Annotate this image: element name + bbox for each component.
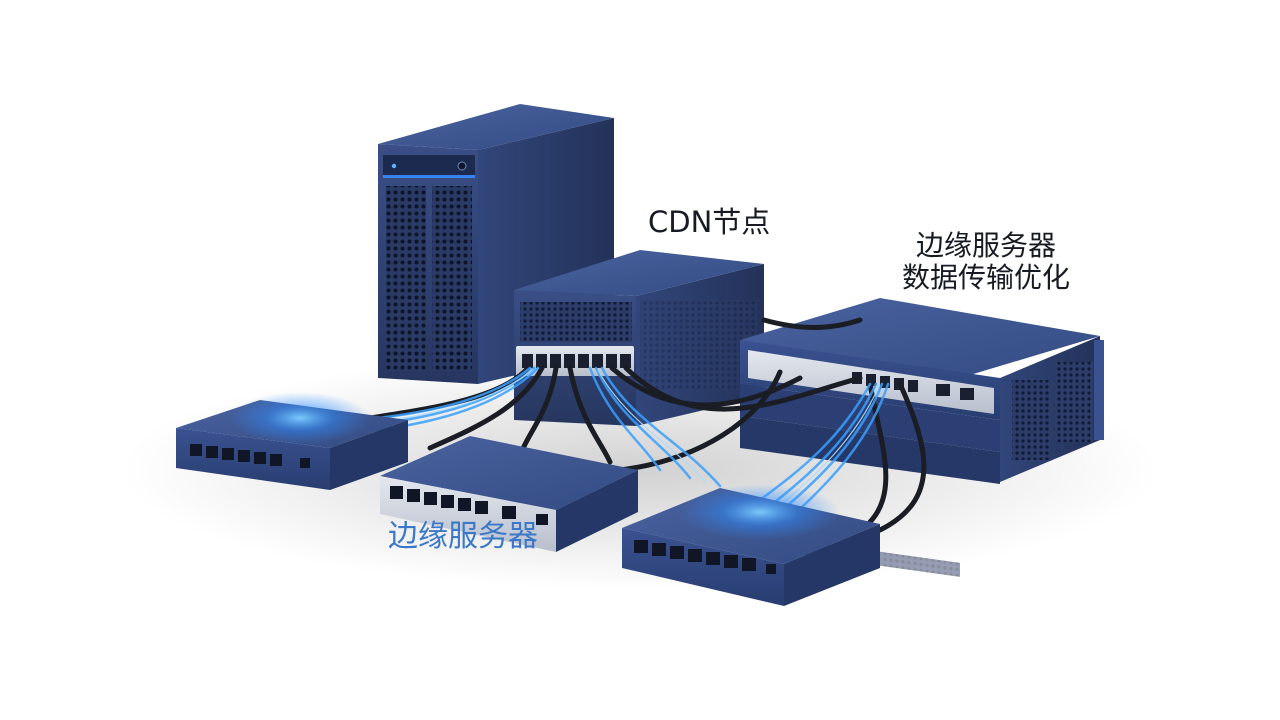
cdn-ports	[522, 354, 631, 368]
edge-server-label-line1: 边缘服务器	[916, 229, 1057, 262]
cdn-node-device	[514, 250, 764, 426]
power-led-icon	[391, 163, 397, 169]
switch-left	[176, 392, 408, 490]
switch-center	[380, 436, 638, 552]
switch-front	[622, 484, 880, 606]
cdn-node-label: CDN节点	[648, 205, 771, 239]
edge-server-label-blue: 边缘服务器	[388, 519, 538, 554]
edge-server-label-line2: 数据传输优化	[902, 261, 1071, 295]
edge-server-optimization-label: 边缘服务器 数据传输优化	[902, 229, 1071, 295]
